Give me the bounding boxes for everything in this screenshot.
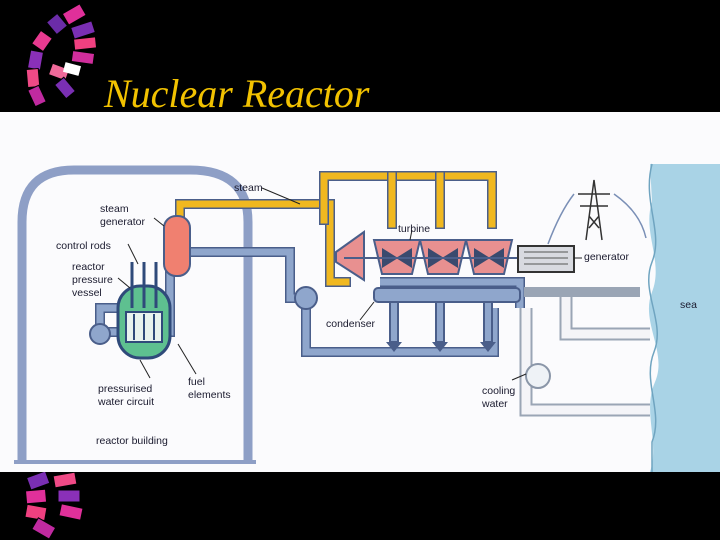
label-turbine: turbine xyxy=(398,223,430,235)
power-pylon xyxy=(547,179,647,245)
label-reactor-vessel-1: reactor xyxy=(72,261,105,273)
label-steam-generator-1: steam xyxy=(100,203,129,215)
label-cooling-1: cooling xyxy=(482,385,515,397)
spiral-decoration-top xyxy=(25,3,98,108)
label-generator: generator xyxy=(584,251,629,263)
feed-pump xyxy=(294,286,318,310)
label-condenser: condenser xyxy=(326,318,376,330)
coolant-pump xyxy=(89,323,111,345)
label-cooling-2: water xyxy=(481,398,508,410)
label-steam-generator-2: generator xyxy=(100,216,145,228)
label-pressurised-1: pressurised xyxy=(98,383,152,395)
label-reactor-vessel-2: pressure xyxy=(72,274,113,286)
sea-area xyxy=(648,164,720,472)
cooling-water-pump xyxy=(525,363,551,389)
spiral-decoration-bottom xyxy=(24,470,84,540)
label-fuel-2: elements xyxy=(188,389,231,401)
turbine-assembly xyxy=(335,230,524,282)
label-fuel-1: fuel xyxy=(188,376,205,388)
condenser xyxy=(373,287,521,303)
steam-generator xyxy=(163,215,191,277)
label-sea: sea xyxy=(680,299,697,311)
label-pressurised-2: water circuit xyxy=(97,396,154,408)
generator xyxy=(517,245,575,273)
label-steam: steam xyxy=(234,182,263,194)
reactor-diagram: steam steam generator control rods react… xyxy=(0,112,720,472)
label-reactor-vessel-3: vessel xyxy=(72,287,102,299)
label-control-rods: control rods xyxy=(56,240,111,252)
label-reactor-building: reactor building xyxy=(96,435,168,447)
slide-title: Nuclear Reactor xyxy=(104,71,370,116)
